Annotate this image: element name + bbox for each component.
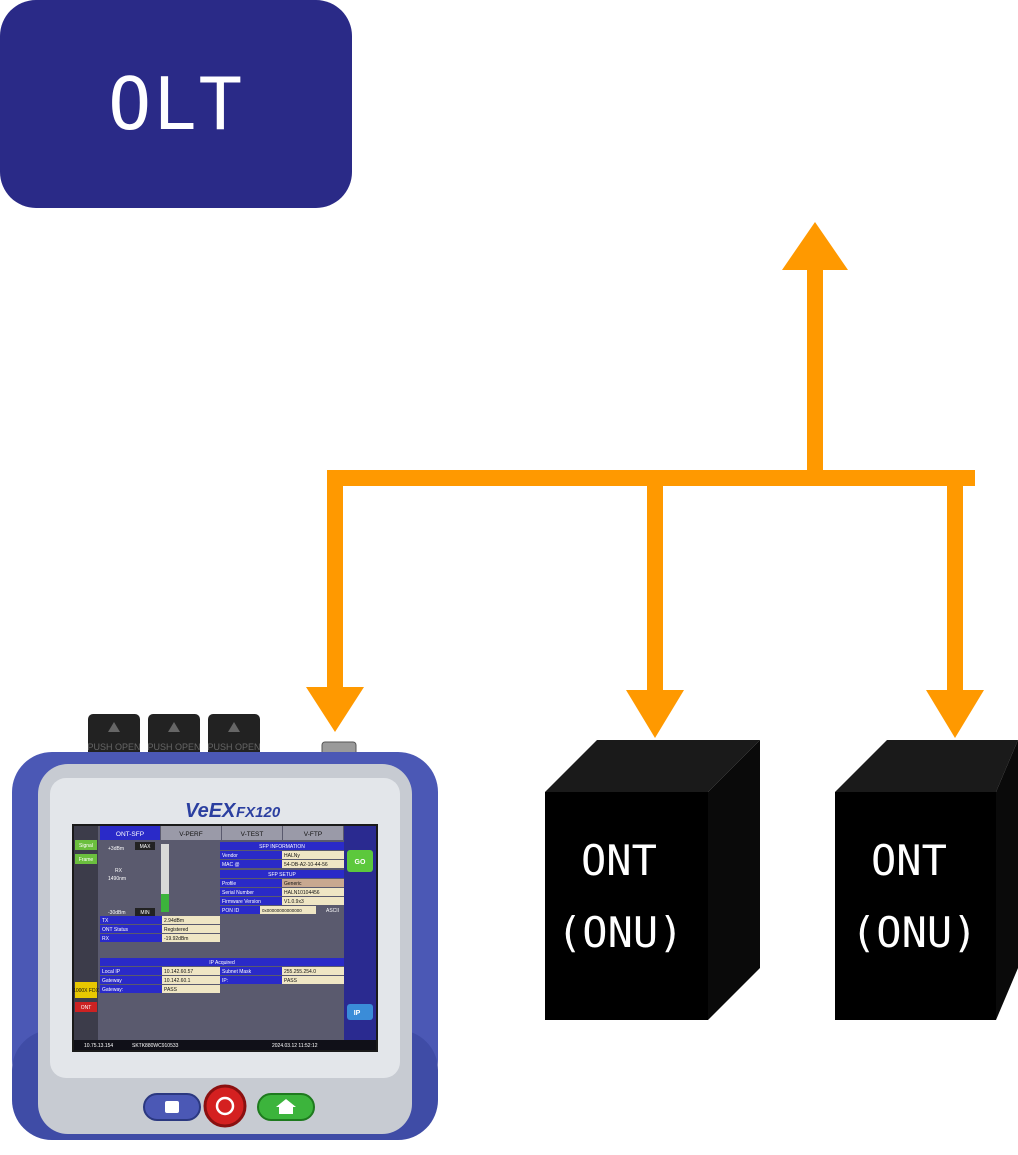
ont-box-1 <box>545 740 760 1020</box>
svg-text:Registered: Registered <box>164 927 188 933</box>
port-1-label: PUSH OPEN <box>87 742 140 752</box>
svg-text:SFP INFORMATION: SFP INFORMATION <box>259 844 305 850</box>
svg-text:MAX: MAX <box>140 844 152 850</box>
svg-text:ONT: ONT <box>81 1005 92 1011</box>
ont-box-2 <box>835 740 1018 1020</box>
olt-label: OLT <box>107 62 245 146</box>
svg-text:PASS: PASS <box>284 978 298 984</box>
svg-text:-19.92dBm: -19.92dBm <box>164 936 188 942</box>
svg-text:Frame: Frame <box>79 857 94 863</box>
svg-text:1000X FDX: 1000X FDX <box>73 988 100 994</box>
svg-text:255.255.254.0: 255.255.254.0 <box>284 969 316 975</box>
trunk-line <box>807 262 823 486</box>
screen-btn-frame[interactable] <box>75 854 97 864</box>
arrow-to-device <box>306 687 364 732</box>
ont-node-1: ONT (ONU) <box>545 740 760 1020</box>
svg-text:V1.0.9x3: V1.0.9x3 <box>284 899 304 905</box>
svg-text:10.142.60.57: 10.142.60.57 <box>164 969 193 975</box>
screen-btn-ont[interactable] <box>75 1002 97 1012</box>
ont2-label-line1: ONT <box>871 836 947 885</box>
svg-text:Profile: Profile <box>222 881 236 887</box>
arrow-to-ont1 <box>626 690 684 738</box>
svg-text:Subnet Mask: Subnet Mask <box>222 969 252 975</box>
ont1-label-line2: (ONU) <box>557 908 684 957</box>
screen-btn-signal[interactable] <box>75 840 97 850</box>
svg-text:10.142.60.1: 10.142.60.1 <box>164 978 191 984</box>
svg-text:Serial Number: Serial Number <box>222 890 254 896</box>
svg-text:RX: RX <box>115 868 123 874</box>
screen-btn-1000x[interactable] <box>75 982 97 998</box>
tab-v-ftp[interactable]: V-FTP <box>304 831 322 838</box>
drop-ont2-line <box>947 470 963 692</box>
port-2-label: PUSH OPEN <box>147 742 200 752</box>
drop-ont1-line <box>647 470 663 692</box>
tab-v-perf[interactable]: V-PERF <box>179 831 203 838</box>
svg-text:HALN10104456: HALN10104456 <box>284 890 320 896</box>
svg-text:HALNy: HALNy <box>284 853 300 859</box>
drop-device-line <box>327 470 343 692</box>
svg-text:1490nm: 1490nm <box>108 876 126 882</box>
ont1-label-line1: ONT <box>581 836 657 885</box>
tab-v-test[interactable]: V-TEST <box>241 831 264 838</box>
svg-text:54-DB-A2-10-44-56: 54-DB-A2-10-44-56 <box>284 862 328 868</box>
svg-text:Firmware Version: Firmware Version <box>222 899 261 905</box>
svg-text:2024.03.12 11:52:12: 2024.03.12 11:52:12 <box>272 1043 318 1049</box>
svg-text:IP: IP <box>354 1010 361 1017</box>
svg-text:SFP SETUP: SFP SETUP <box>268 872 296 878</box>
svg-text:MAC @: MAC @ <box>222 862 240 868</box>
svg-text:MIN: MIN <box>140 910 150 916</box>
svg-text:Signal: Signal <box>79 843 93 849</box>
svg-text:Local IP: Local IP <box>102 969 121 975</box>
ont-node-2: ONT (ONU) <box>835 740 1018 1020</box>
go-button[interactable] <box>347 850 373 872</box>
rx-level-bar <box>161 894 169 912</box>
device-model: FX120 <box>236 804 281 821</box>
olt-node: OLT <box>0 0 352 208</box>
svg-text:IP Acquired: IP Acquired <box>209 960 235 966</box>
tab-ont-sfp[interactable]: ONT-SFP <box>116 831 144 838</box>
svg-text:10.75.13.154: 10.75.13.154 <box>84 1043 113 1049</box>
svg-text:ONT Status: ONT Status <box>102 927 129 933</box>
svg-text:+3dBm: +3dBm <box>108 846 124 852</box>
device-illustration: PUSH OPEN PUSH OPEN PUSH OPEN VeEX FX120… <box>12 714 438 1140</box>
svg-text:Generic: Generic <box>284 881 302 887</box>
svg-text:PON ID: PON ID <box>222 908 240 914</box>
svg-text:PASS: PASS <box>164 987 178 993</box>
ont2-label-line2: (ONU) <box>851 908 978 957</box>
svg-text:ASCII: ASCII <box>326 908 339 914</box>
arrow-to-olt <box>782 222 848 270</box>
svg-text:SKTK880WC910533: SKTK880WC910533 <box>132 1043 179 1049</box>
svg-text:2.94dBm: 2.94dBm <box>164 918 184 924</box>
svg-text:0x00000000000000: 0x00000000000000 <box>262 908 302 913</box>
hw-power-button[interactable] <box>203 1084 247 1128</box>
svg-text:Gateway: Gateway <box>102 978 122 984</box>
svg-text:TX: TX <box>102 918 109 924</box>
svg-text:RX: RX <box>102 936 110 942</box>
svg-text:GO: GO <box>355 859 366 866</box>
arrow-to-ont2 <box>926 690 984 738</box>
svg-text:-30dBm: -30dBm <box>108 910 126 916</box>
device-brand: VeEX <box>185 800 237 822</box>
svg-text:Gateway:: Gateway: <box>102 987 123 993</box>
svg-text:IP:: IP: <box>222 978 228 984</box>
svg-text:Vendor: Vendor <box>222 853 238 859</box>
port-3-label: PUSH OPEN <box>207 742 260 752</box>
ip-button[interactable] <box>347 1004 373 1020</box>
veex-fx120-device: PUSH OPEN PUSH OPEN PUSH OPEN VeEX FX120… <box>10 700 440 1150</box>
